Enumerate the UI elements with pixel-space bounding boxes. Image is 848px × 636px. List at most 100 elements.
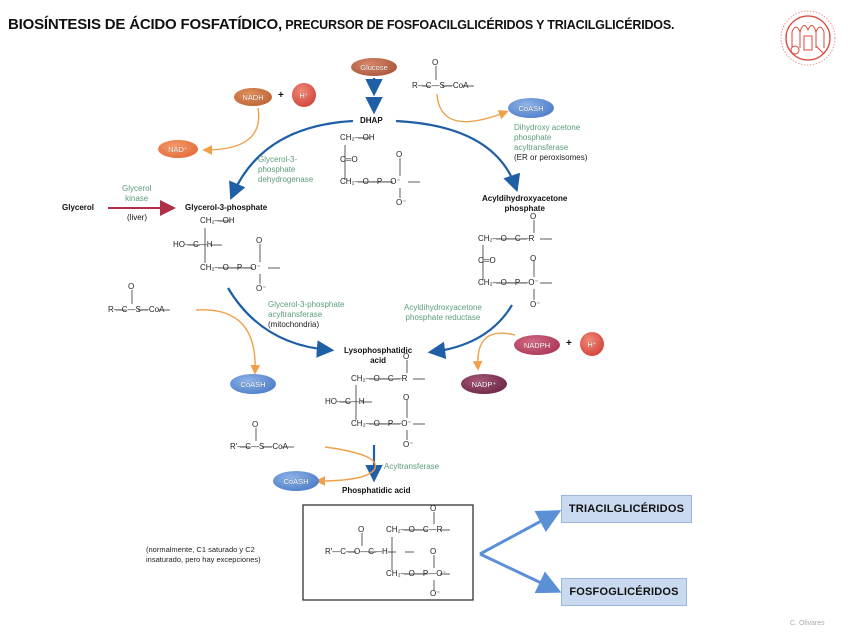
nad-oval: NAD⁺: [158, 140, 198, 158]
plus-sign-1: +: [278, 90, 284, 101]
arrow-acyldhap-to-lpa: [427, 304, 513, 360]
coash-oval-2: CoASH: [230, 374, 276, 394]
adhapr-l1: Acyldihydroxyacetone: [404, 303, 482, 312]
acyltransferase-label: Acyltransferase: [384, 462, 440, 471]
dhapat-l3: acyltransferase: [514, 143, 569, 152]
glucose-label: Glucose: [360, 62, 388, 72]
nadph-label: NADPH: [523, 340, 551, 350]
nad-label: NAD⁺: [168, 144, 188, 154]
acyldhap-atoms-5: CH₂—O—P—O⁻: [478, 278, 539, 287]
dhap-atoms-2: C═O: [340, 155, 358, 164]
lpa-label-l2: acid: [370, 356, 387, 365]
dhapat-l2: phosphate: [514, 133, 552, 142]
nadph-oval: NADPH: [514, 335, 560, 355]
coash-oval-1: CoASH: [508, 98, 554, 118]
g3p-atoms-5: O⁻: [256, 284, 267, 293]
proton-oval-1: H⁺: [292, 83, 316, 107]
pa-box-atoms-o1: O: [358, 525, 365, 534]
nadp-oval: NADP⁺: [461, 374, 507, 394]
acylcoa-o-2: O: [128, 282, 135, 291]
acyldhap-label-l1: Acyldihydroxyacetone: [482, 194, 568, 203]
acyldhap-atoms-6: O⁻: [530, 300, 541, 309]
coash-label-3: CoASH: [283, 476, 309, 486]
arrow-dhap-to-acyldhap: [395, 119, 521, 193]
g3p-atoms-4: CH₂—O—P—O⁻: [200, 263, 261, 272]
arrow-dhap-to-g3p: [229, 119, 354, 201]
pa-box-atoms-4: O⁻: [430, 589, 441, 598]
lpa-atoms-5: CH₂—O—P—O⁻: [351, 419, 412, 428]
phosphatidic-acid-box: [302, 504, 474, 601]
arrow-acylcoa-to-coash-3: [315, 446, 377, 486]
pa-box-atoms-1: CH₂—O—C—R: [386, 525, 443, 534]
acylcoa-label-1: R—C—S—CoA: [412, 81, 469, 90]
pa-label: Phosphatidic acid: [342, 486, 411, 495]
proton-label-2: H⁺: [587, 339, 597, 349]
acylcoa-o-3: O: [252, 420, 259, 429]
g3pdh-l2: phosphate: [258, 165, 296, 174]
title-main: BIOSÍNTESIS DE ÁCIDO FOSFATÍDICO,: [8, 16, 282, 33]
author-credit: C. Olivares: [790, 620, 825, 627]
pa-box-atoms-o3: O: [430, 547, 437, 556]
arrow-to-tag: [479, 510, 562, 556]
g3pat-loc: (mitochondria): [268, 320, 320, 329]
dhap-atoms-4: CH₂—O—P—O⁻: [340, 177, 401, 186]
acylcoa-o-1: O: [432, 58, 439, 67]
structure-bonds: [116, 66, 552, 590]
acyldhap-atoms-3: C═O: [478, 256, 496, 265]
proton-label-1: H⁺: [299, 90, 309, 100]
arrow-nadh-to-nad: [202, 107, 260, 155]
lpa-atoms-3: HO—C—H: [325, 397, 365, 406]
pa-box-atoms-3: CH₂—O—P—O⁻: [386, 569, 447, 578]
g3p-atoms-2: HO—C—H: [173, 240, 213, 249]
proton-oval-2: H⁺: [580, 332, 604, 356]
dhapat-l1: Dihydroxy acetone: [514, 123, 581, 132]
g3pat-l1: Glycerol-3-phosphate: [268, 300, 345, 309]
nadh-oval: NADH: [234, 88, 272, 106]
coash-label-2: CoASH: [240, 379, 266, 389]
glycerol-kinase-l2: kinase: [125, 194, 149, 203]
arrow-acylcoa-to-coash-1: [436, 93, 509, 123]
acylcoa-label-2: R—C—S—CoA: [108, 305, 165, 314]
triacilgliceridos-box: TRIACILGLICÉRIDOS: [561, 495, 692, 523]
acylcoa-label-3: R′—C—S—CoA: [230, 442, 288, 451]
triacilgliceridos-label: TRIACILGLICÉRIDOS: [568, 503, 685, 515]
nadh-label: NADH: [242, 92, 264, 102]
g3p-atoms-3: O: [256, 236, 263, 245]
acyldhap-atoms-2: CH₂—O—C—R: [478, 234, 535, 243]
g3p-label: Glycerol-3-phosphate: [185, 203, 268, 212]
liver-label: (liver): [127, 213, 147, 222]
fosfogliceridos-label: FOSFOGLICÉRIDOS: [569, 586, 679, 598]
dhap-label: DHAP: [360, 116, 383, 125]
arrow-nadph-to-nadp: [472, 332, 516, 371]
lpa-atoms: O: [403, 352, 410, 361]
arrow-to-fosfo: [479, 552, 562, 594]
lpa-atoms-6: O⁻: [403, 440, 414, 449]
g3p-atoms: CH₂—OH: [200, 216, 235, 225]
glycerol-kinase-l1: Glycerol: [122, 184, 152, 193]
acyldhap-atoms: O: [530, 212, 537, 221]
plus-sign-2: +: [566, 338, 572, 349]
page-title: BIOSÍNTESIS DE ÁCIDO FOSFATÍDICO, PRECUR…: [8, 16, 674, 33]
adhapr-l2: phosphate reductase: [405, 313, 481, 322]
fosfogliceridos-box: FOSFOGLICÉRIDOS: [561, 578, 687, 606]
dhap-atoms-5: O⁻: [396, 198, 407, 207]
arrow-acylcoa-to-coash-2: [195, 309, 261, 375]
acyldhap-label-l2: phosphate: [504, 204, 545, 213]
glucose-oval: Glucose: [351, 58, 397, 76]
pa-box-atoms-o2: O: [430, 504, 437, 513]
glycerol-label: Glycerol: [62, 203, 95, 212]
dhap-atoms-3: O: [396, 150, 403, 159]
coash-label-1: CoASH: [518, 103, 544, 113]
title-sub: PRECURSOR DE FOSFOACILGLICÉRIDOS Y TRIAC…: [281, 18, 675, 32]
lpa-atoms-4: O: [403, 393, 410, 402]
lpa-label-l1: Lysophosphatidic: [344, 346, 413, 355]
g3pat-l2: acyltransferase: [268, 310, 323, 319]
